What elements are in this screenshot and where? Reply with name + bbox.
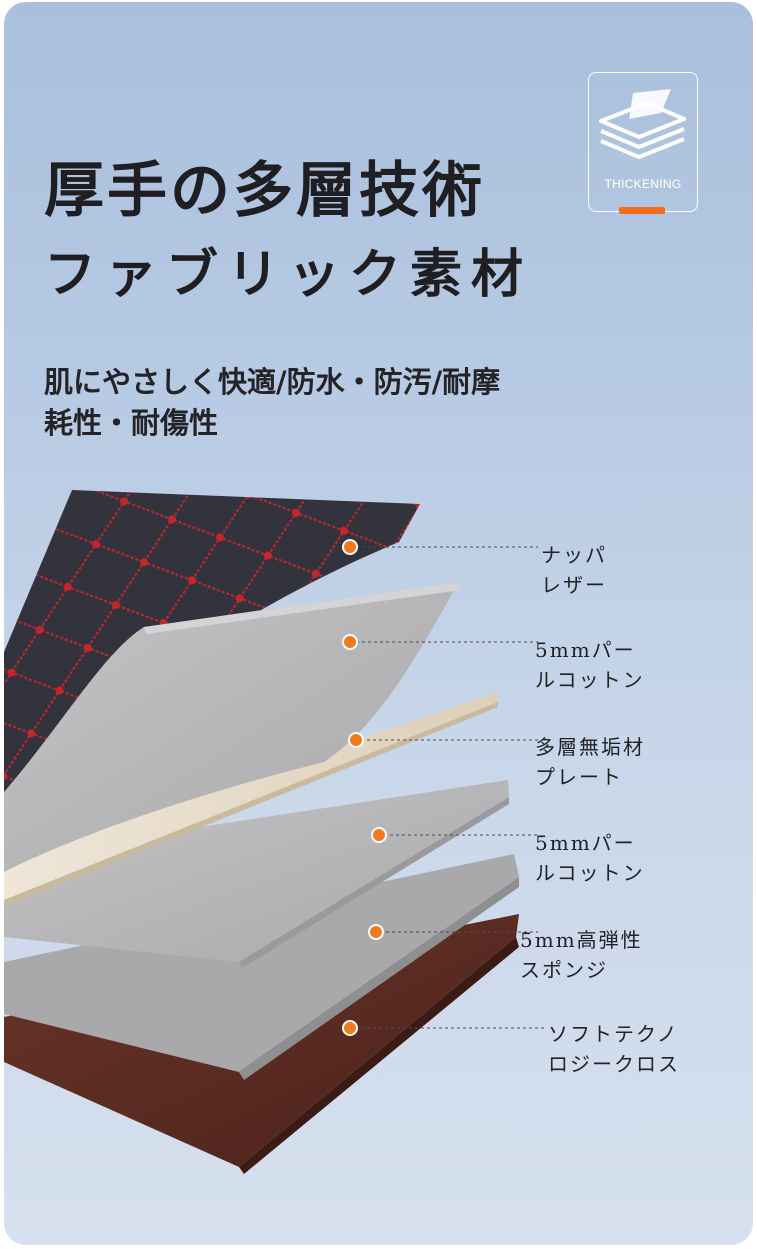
- subtitle-line-2: 耗性・耐傷性: [44, 406, 219, 440]
- wood-plate-edge: [4, 702, 498, 907]
- thickening-badge: THICKENING: [588, 72, 698, 214]
- leather-layer: [4, 490, 420, 792]
- cloth-edge: [239, 937, 519, 1174]
- layer-label-pearl-cotton-upper: 5mmパー ルコットン: [535, 635, 645, 695]
- subtitle-line-1: 肌にやさしく快適/防水・防汚/耐摩: [44, 365, 501, 399]
- layer-label-line2: レザー: [541, 573, 607, 597]
- layer-label-line2: ルコットン: [535, 668, 645, 692]
- layer-label-line2: ルコットン: [535, 861, 645, 885]
- cotton-upper-edge: [144, 582, 461, 634]
- layer-label-cloth: ソフトテクノ ロジークロス: [548, 1019, 680, 1079]
- layer-label-sponge: 5mm高弾性 スポンジ: [520, 925, 643, 985]
- sponge-layer: [4, 854, 519, 1072]
- cotton-layer-upper: [4, 582, 459, 872]
- cotton-layer-lower: [4, 780, 509, 962]
- layer-label-line1: 5mmパー: [535, 831, 636, 855]
- layer-label-pearl-cotton-lower: 5mmパー ルコットン: [535, 828, 645, 888]
- layer-label-line2: ロジークロス: [548, 1052, 680, 1076]
- badge-label: THICKENING: [604, 177, 682, 191]
- cotton-lower-edge: [239, 797, 509, 968]
- wood-plate-layer: [4, 692, 498, 900]
- layer-markers: [342, 539, 387, 1036]
- badge-accent-bar: [619, 207, 665, 214]
- layer-label-wood-plate: 多層無垢材 プレート: [535, 732, 645, 792]
- title-line-1: 厚手の多層技術: [44, 156, 485, 226]
- leader-lines: [355, 546, 544, 1029]
- product-card: THICKENING 厚手の多層技術 ファブリック素材 肌にやさしく快適/防水・…: [4, 2, 753, 1245]
- layer-label-line1: 5mm高弾性: [520, 928, 643, 952]
- layer-label-line2: スポンジ: [520, 958, 608, 982]
- layer-illustration: [4, 490, 544, 1174]
- layer-label-line1: 多層無垢材: [535, 735, 645, 759]
- layer-label-line2: プレート: [535, 765, 623, 789]
- layer-label-leather: ナッパ レザー: [541, 540, 607, 600]
- title-line-2: ファブリック素材: [44, 244, 533, 305]
- sponge-edge: [239, 877, 519, 1080]
- stacked-layers-icon: [599, 89, 686, 159]
- layer-label-line1: ナッパ: [541, 543, 607, 567]
- layer-label-line1: ソフトテクノ: [548, 1022, 679, 1046]
- layer-label-line1: 5mmパー: [535, 638, 636, 662]
